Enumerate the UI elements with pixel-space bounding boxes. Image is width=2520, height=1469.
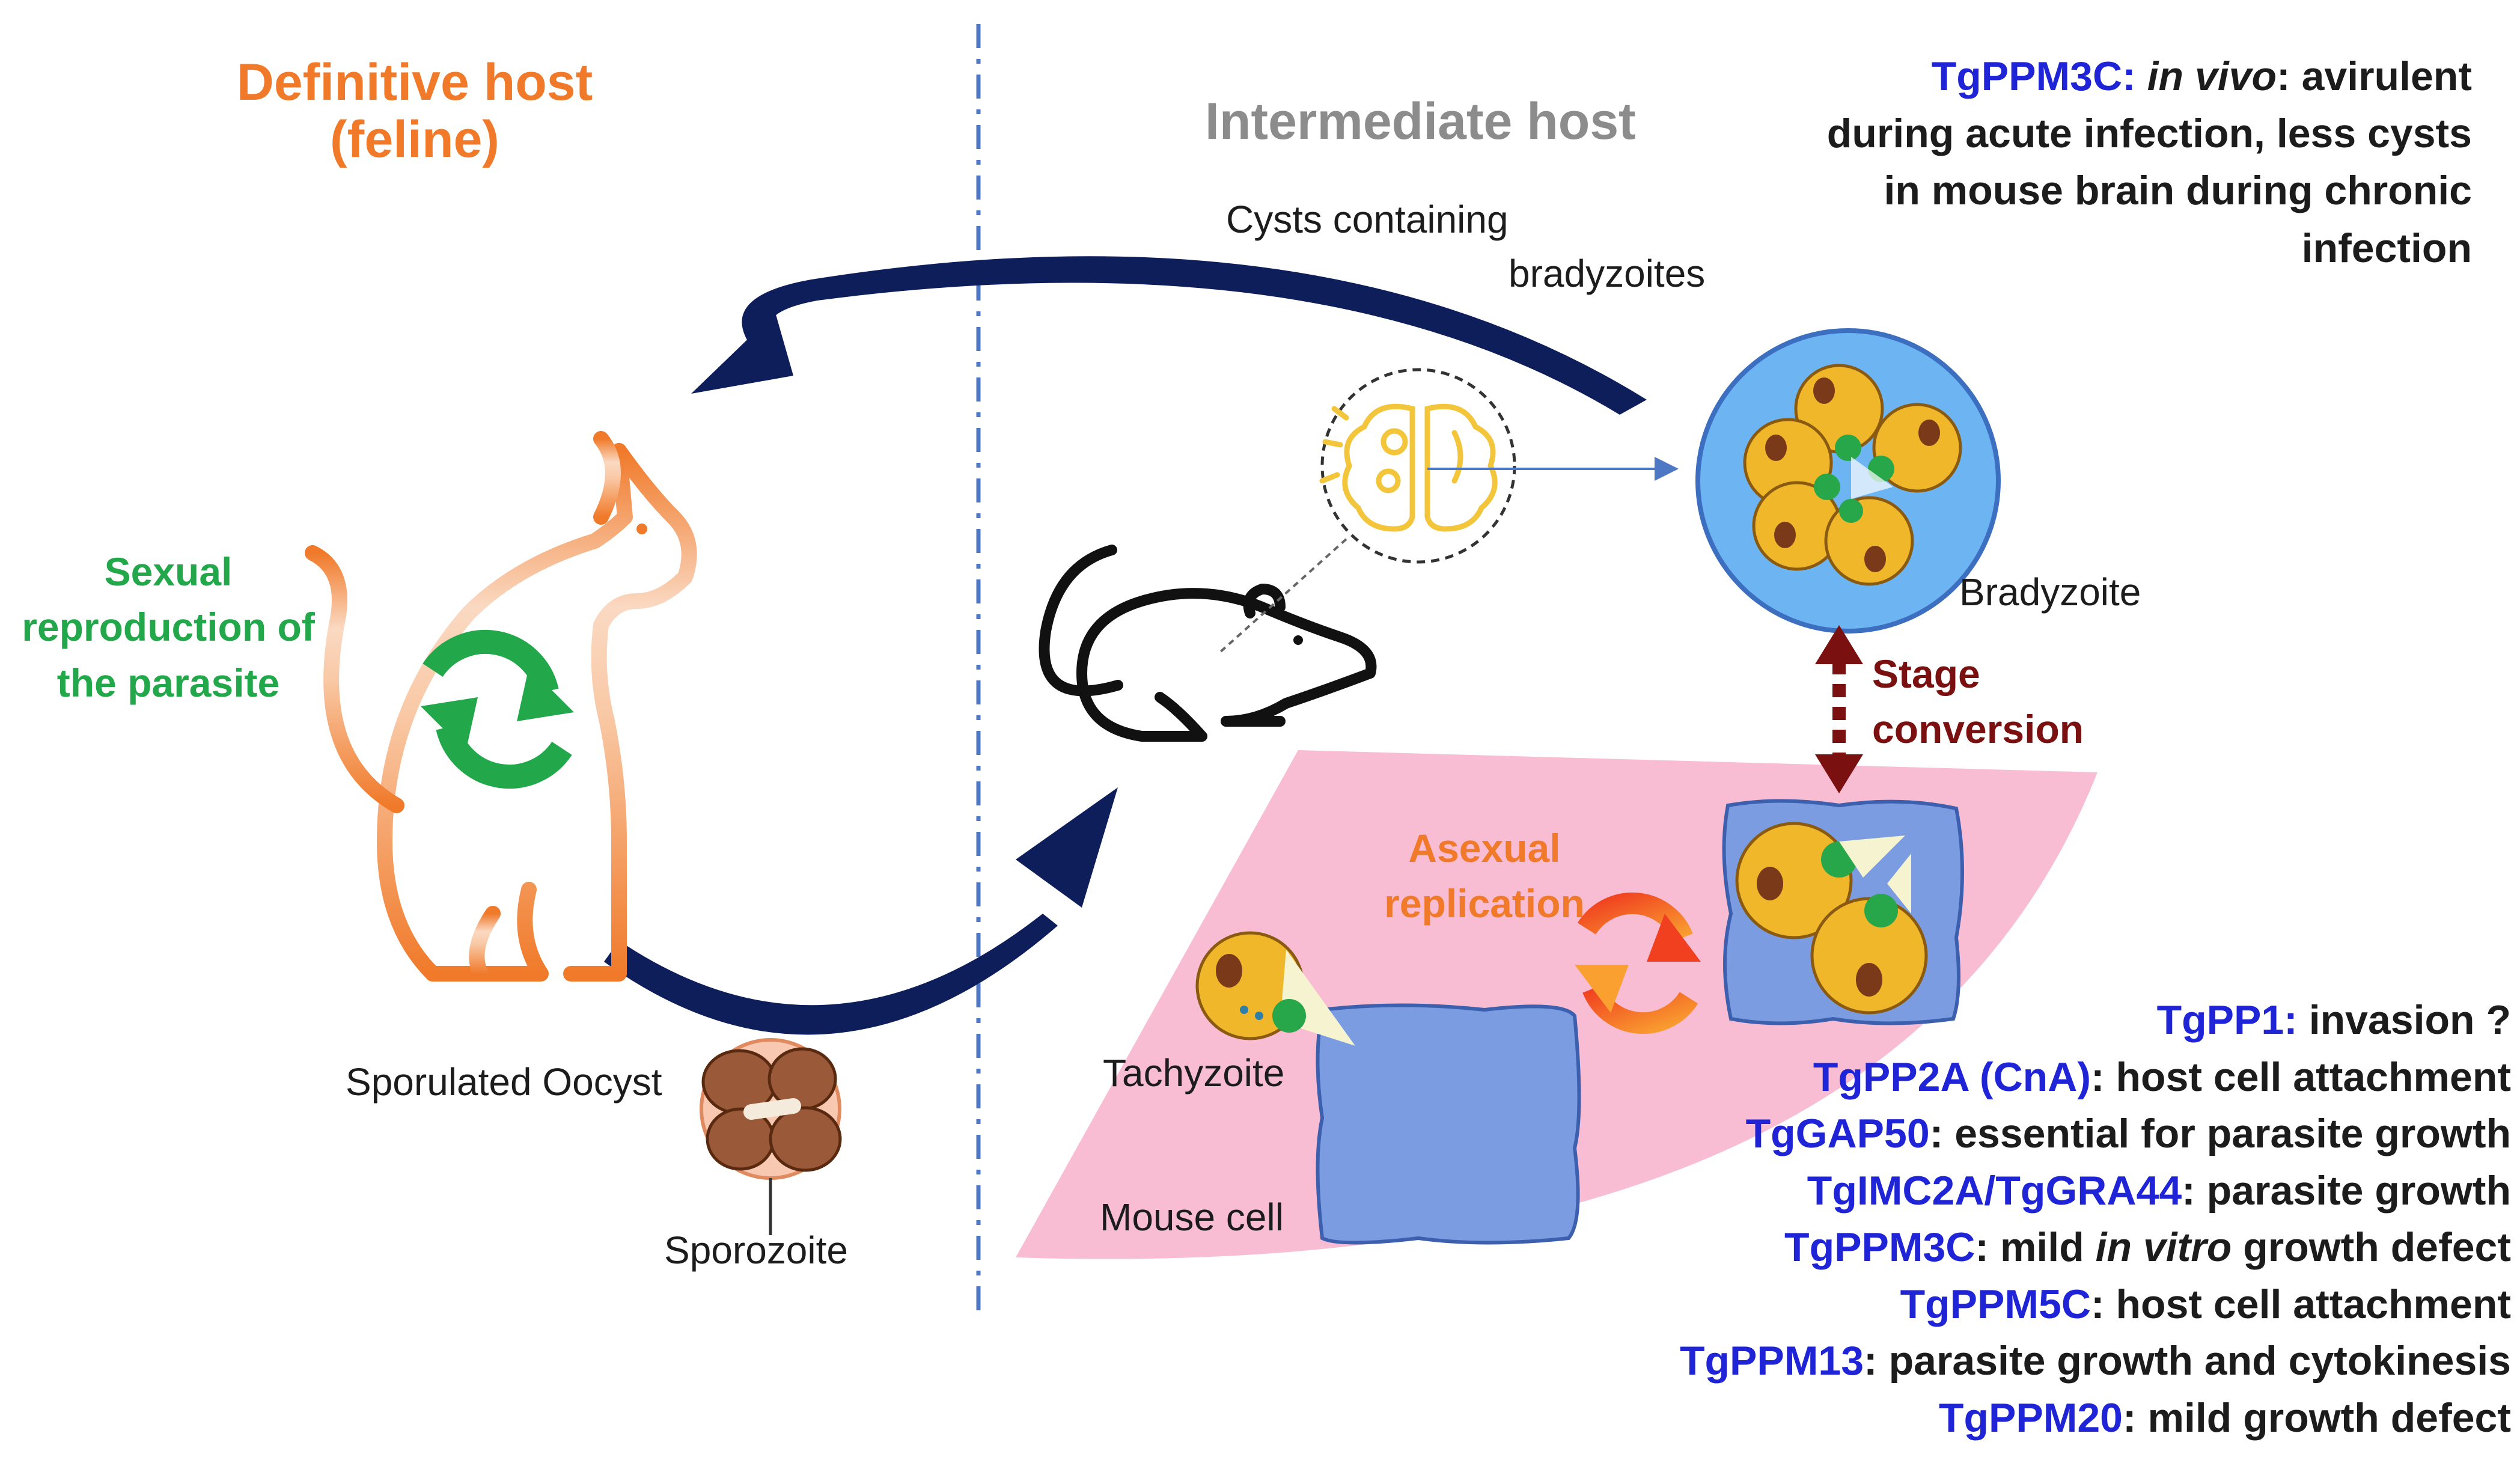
arrow-cysts-to-feline xyxy=(691,256,1647,415)
mouse-cell-label: Mouse cell xyxy=(1100,1196,1284,1239)
gene-name: TgPPM3C xyxy=(1784,1224,1975,1271)
definitive-host-title: Definitive host (feline) xyxy=(228,54,601,168)
bradyzoite-cyst-icon xyxy=(1695,328,2001,634)
cysts-label-line2: bradyzoites xyxy=(1509,252,1706,295)
gene-row-2: TgPP2A (CnA): host cell attachment xyxy=(1680,1049,2511,1106)
gene-row-4: TgIMC2A/TgGRA44: parasite growth xyxy=(1680,1162,2511,1220)
gene-phenotype-list: TgPP1: invasion ? TgPP2A (CnA): host cel… xyxy=(1680,992,2511,1446)
cat-icon xyxy=(305,431,697,982)
gene-desc-italic: in vitro xyxy=(2095,1224,2232,1271)
invivo-line4: infection xyxy=(2301,225,2472,271)
brain-icon xyxy=(1219,368,1679,653)
gene-desc: : host cell attachment xyxy=(2090,1281,2511,1327)
gene-name: TgPP2A (CnA) xyxy=(1813,1054,2091,1100)
invivo-line2: during acute infection, less cysts xyxy=(1826,111,2472,157)
cysts-label-line1: Cysts containing xyxy=(1226,198,1509,241)
sporozoite-label: Sporozoite xyxy=(664,1229,848,1272)
gene-name: TgPPM13 xyxy=(1679,1338,1864,1384)
stage-conversion-label: Stage conversion xyxy=(1872,646,2084,757)
sexual-reproduction-label: Sexual reproduction of the parasite xyxy=(12,544,325,710)
gene-desc: growth defect xyxy=(2232,1224,2511,1271)
sexual-line2: reproduction of xyxy=(22,605,315,650)
gene-row-3: TgGAP50: essential for parasite growth xyxy=(1680,1105,2511,1162)
asexual-replication-label: Asexual replication xyxy=(1358,820,1611,932)
gene-desc: : essential for parasite growth xyxy=(1929,1111,2511,1157)
arrow-oocyst-to-mouse xyxy=(604,787,1118,1035)
gene-name: TgPPM20 xyxy=(1938,1394,2123,1441)
invivo-line3: in mouse brain during chronic xyxy=(1884,168,2472,214)
gene-name: TgIMC2A/TgGRA44 xyxy=(1807,1167,2182,1214)
stage-line1: Stage xyxy=(1872,652,1980,696)
infected-cell-icon xyxy=(1722,799,1964,1025)
invivo-italic: in vivo xyxy=(2147,53,2277,99)
invivo-phenotype: TgPPM3C: in vivo: avirulent during acute… xyxy=(1827,48,2472,277)
intermediate-host-title: Intermediate host xyxy=(1205,93,1636,150)
sporulated-oocyst-label: Sporulated Oocyst xyxy=(346,1060,662,1104)
stage-line2: conversion xyxy=(1872,707,2084,752)
gene-desc: invasion ? xyxy=(2297,997,2511,1043)
definitive-host-line1: Definitive host xyxy=(236,53,593,111)
mouse-cell-icon xyxy=(1316,1003,1581,1245)
stage-conversion-arrow xyxy=(1815,625,1863,793)
gene-desc: : parasite growth and cytokinesis xyxy=(1864,1338,2511,1384)
invivo-gene-name: TgPPM3C: xyxy=(1931,53,2136,99)
gene-desc: : host cell attachment xyxy=(2090,1054,2511,1100)
gene-row-5: TgPPM3C: mild in vitro growth defect xyxy=(1680,1219,2511,1276)
gene-desc: : parasite growth xyxy=(2182,1167,2511,1214)
red-cycle-icon xyxy=(1575,892,1701,1034)
mouse-icon xyxy=(1039,545,1377,742)
definitive-host-line2: (feline) xyxy=(330,110,499,168)
gene-row-1: TgPP1: invasion ? xyxy=(1680,992,2511,1049)
oocyst-icon xyxy=(700,1038,842,1235)
green-cycle-icon xyxy=(421,629,574,789)
tachyzoite-icon xyxy=(1195,931,1355,1046)
gene-row-6: TgPPM5C: host cell attachment xyxy=(1680,1276,2511,1333)
gene-name: TgGAP50 xyxy=(1745,1111,1930,1157)
invivo-rest1: : avirulent xyxy=(2277,53,2472,99)
gene-name: TgPPM5C xyxy=(1900,1281,2091,1327)
asexual-line1: Asexual xyxy=(1408,826,1561,870)
gene-desc: : mild xyxy=(1975,1224,2096,1271)
tachyzoite-label: Tachyzoite xyxy=(1103,1051,1285,1095)
gene-name: TgPP1: xyxy=(2156,997,2298,1043)
asexual-line2: replication xyxy=(1384,881,1585,926)
sexual-line3: the parasite xyxy=(56,660,280,705)
gene-row-7: TgPPM13: parasite growth and cytokinesis xyxy=(1680,1333,2511,1390)
bradyzoite-label: Bradyzoite xyxy=(1959,570,2141,614)
gene-row-8: TgPPM20: mild growth defect xyxy=(1680,1390,2511,1447)
gene-desc: : mild growth defect xyxy=(2123,1394,2511,1441)
sexual-line1: Sexual xyxy=(104,549,233,594)
